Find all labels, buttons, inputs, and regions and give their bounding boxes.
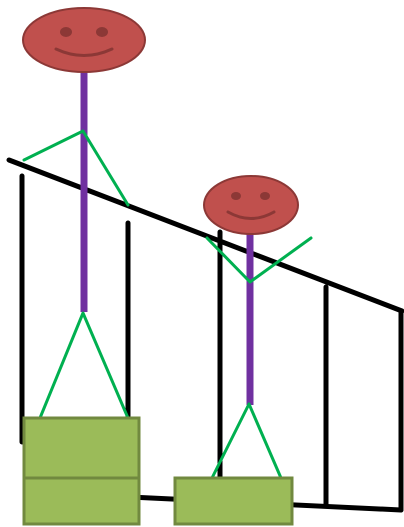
left-figure-legs: [38, 311, 130, 420]
left-box-bottom: [22, 476, 141, 526]
left-smiley-face-icon: [22, 7, 146, 73]
right-figure-legs: [210, 402, 283, 480]
right-smiley-face-icon: [203, 175, 299, 235]
left-box-top: [22, 416, 141, 480]
sloped-top-line: [6, 157, 404, 314]
right-figure-arms: [205, 236, 313, 284]
left-figure-arms: [22, 129, 130, 207]
right-stick-figure-icon: [203, 175, 313, 480]
right-box: [173, 476, 294, 526]
left-stick-figure-icon: [22, 7, 146, 420]
